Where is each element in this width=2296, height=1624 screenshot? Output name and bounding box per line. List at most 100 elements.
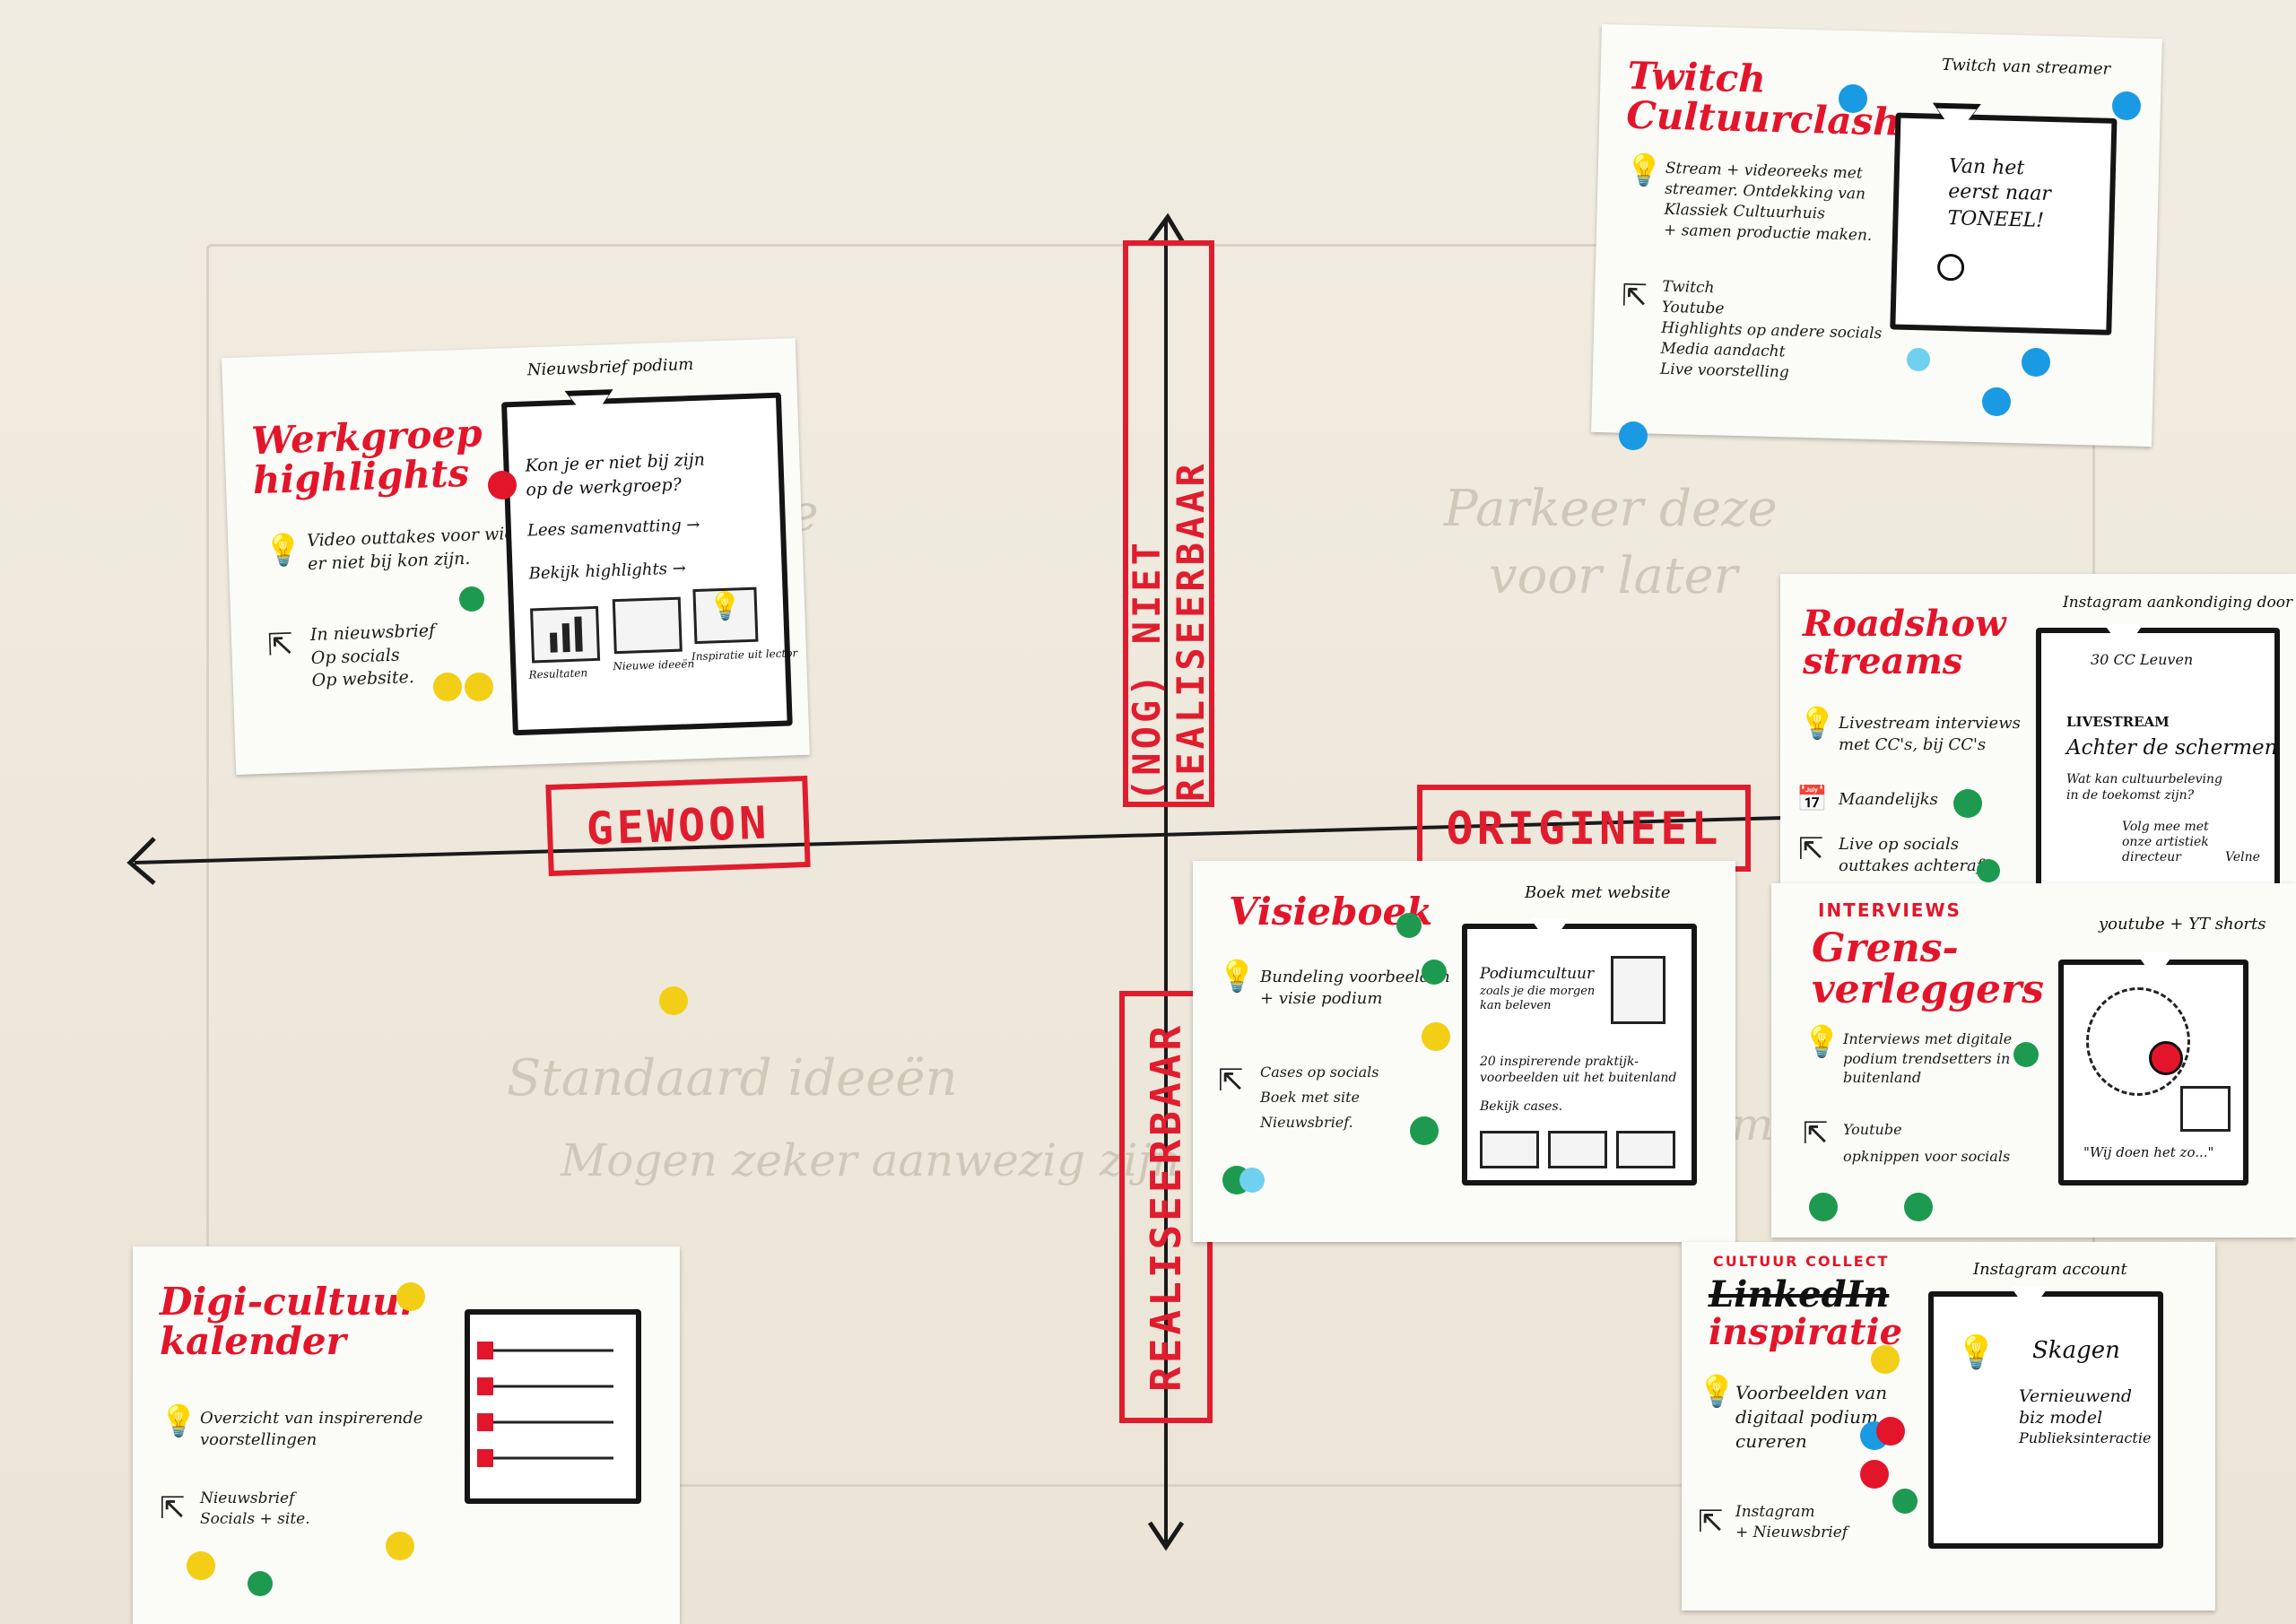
vote-dot-red bbox=[1876, 1417, 1905, 1446]
vote-dot-green bbox=[1396, 913, 1422, 938]
lightbulb-icon: 💡 bbox=[160, 1403, 198, 1439]
screen-label: Boek met website bbox=[1525, 883, 1671, 902]
card-werkgroep-highlights: Werkgroep highlights 💡 Video outtakes vo… bbox=[222, 337, 810, 776]
frequency-text: Maandelijks bbox=[1839, 790, 1938, 809]
idea-text: Video outtakes voor wie er niet bij kon … bbox=[306, 524, 515, 574]
share-arrow-icon: ⇱ bbox=[266, 626, 294, 664]
screen-line: 20 inspirerende praktijk- bbox=[1480, 1055, 1639, 1069]
faint-note-top-right-1: Parkeer deze bbox=[1444, 480, 1778, 538]
case-tile bbox=[1616, 1131, 1675, 1168]
vote-dot-green bbox=[1953, 789, 1982, 818]
channels-text: Instagram + Nieuwsbrief bbox=[1735, 1503, 1848, 1541]
screen-label: Twitch van streamer bbox=[1941, 55, 2111, 79]
share-arrow-icon: ⇱ bbox=[1798, 831, 1824, 867]
calendar-icon: 📅 bbox=[1796, 784, 1828, 813]
tile-label: Nieuwe ideeën bbox=[613, 657, 695, 673]
channels-text: Cases op socials Boek met site Nieuwsbri… bbox=[1260, 1064, 1379, 1131]
lightbulb-icon: 💡 bbox=[1624, 152, 1664, 189]
screen-line: kan beleven bbox=[1480, 999, 1552, 1012]
screen-line: Kon je er niet bij zijn bbox=[525, 449, 706, 476]
share-arrow-icon: ⇱ bbox=[1698, 1504, 1724, 1540]
vote-dot-yellow bbox=[1871, 1345, 1900, 1374]
lightbulb-icon: 💡 bbox=[1798, 706, 1837, 742]
vote-dot-blue bbox=[2022, 348, 2050, 377]
play-icon bbox=[1936, 253, 1965, 282]
book-icon bbox=[1611, 956, 1665, 1024]
lightbulb-icon: 💡 bbox=[263, 532, 303, 569]
vote-dot-yellow bbox=[187, 1551, 215, 1580]
arrow-down-icon bbox=[2100, 619, 2148, 653]
screen-line: onze artistiek bbox=[2122, 835, 2209, 849]
card-title: Digi-cultuur kalender bbox=[160, 1280, 420, 1364]
screen-line: Velne bbox=[2225, 850, 2260, 864]
vote-dot-green bbox=[2013, 1042, 2039, 1067]
vote-dot-green bbox=[1422, 960, 1447, 985]
screen-line: Vernieuwend bbox=[2019, 1386, 2133, 1406]
screen-line: op de werkgroep? bbox=[526, 474, 683, 500]
screen-line: Skagen bbox=[2032, 1337, 2120, 1364]
vote-dot-yellow bbox=[396, 1282, 425, 1311]
screen-label: Instagram aankondiging door CC bbox=[2063, 594, 2296, 612]
screen-label: Instagram account bbox=[1973, 1260, 2127, 1279]
vote-dot-lightblue bbox=[1239, 1168, 1265, 1193]
vote-dot-green bbox=[1904, 1193, 1933, 1221]
lightbulb-icon: 💡 bbox=[1956, 1334, 1996, 1371]
screen-line: eerst naar bbox=[1947, 180, 2052, 206]
screen-line: TONEEL! bbox=[1947, 207, 2045, 232]
idea-text: Interviews met digitale podium trendsett… bbox=[1843, 1030, 2013, 1087]
share-arrow-icon: ⇱ bbox=[1218, 1063, 1244, 1099]
faint-note-bottom-left-2: Mogen zeker aanwezig zijn bbox=[561, 1134, 1181, 1186]
channels-text: Live op socials outtakes achteraf bbox=[1839, 835, 1983, 876]
youtube-play-icon bbox=[2149, 1041, 2183, 1075]
arrow-down-icon bbox=[2131, 947, 2179, 981]
vote-dot-green bbox=[1977, 859, 2000, 882]
screen-line: Wat kan cultuurbeleving bbox=[2066, 772, 2222, 786]
card-title: Grens- verleggers bbox=[1812, 925, 2044, 1013]
screen-line: Van het bbox=[1948, 155, 2025, 180]
instagram-account-sketch: Skagen Vernieuwend biz model Publieksint… bbox=[1928, 1281, 2163, 1549]
vote-dot-green bbox=[248, 1571, 273, 1596]
screen-line: Volg mee met bbox=[2122, 820, 2209, 834]
screen-label: youtube + YT shorts bbox=[2099, 915, 2266, 934]
vote-dot-yellow bbox=[659, 986, 688, 1015]
screen-line: Achter de schermen bbox=[2066, 736, 2278, 760]
vote-dot-blue bbox=[1619, 421, 1648, 450]
axis-label-gewoon: GEWOON bbox=[545, 775, 811, 877]
share-arrow-icon: ⇱ bbox=[1621, 277, 1648, 315]
lightbulb-icon: 💡 bbox=[1218, 959, 1257, 994]
tile-inspiratie: 💡 bbox=[692, 586, 759, 645]
card-title: Roadshow streams bbox=[1803, 603, 2006, 682]
screen-caption: "Wij doen het zo..." bbox=[2083, 1144, 2214, 1160]
channels-text: Nieuwsbrief Socials + site. bbox=[200, 1489, 310, 1528]
card-linkedin-inspiratie: CULTUUR COLLECT LinkedIn inspiratie 💡 Vo… bbox=[1682, 1242, 2215, 1611]
channels-text: Youtube opknippen voor socials bbox=[1843, 1121, 2011, 1166]
axis-label-origineel: ORIGINEEL bbox=[1417, 785, 1751, 872]
screen-line: biz model bbox=[2019, 1408, 2103, 1428]
card-roadshow-streams: Roadshow streams 💡 Livestream interviews… bbox=[1780, 574, 2296, 908]
axis-label-niet-realiseerbaar: (NOG) NIET REALISEERBAAR bbox=[1123, 240, 1214, 807]
lightbulb-icon: 💡 bbox=[1698, 1374, 1736, 1410]
screen-line: in de toekomst zijn? bbox=[2066, 788, 2195, 803]
arrow-down-icon bbox=[569, 395, 610, 423]
card-title: Werkgroep highlights bbox=[250, 411, 483, 503]
vote-dot-blue bbox=[1839, 84, 1867, 113]
card-kicker: INTERVIEWS bbox=[1818, 899, 1961, 921]
youtube-sketch: "Wij doen het zo..." bbox=[2058, 947, 2248, 1185]
screen-line: Lees samenvatting → bbox=[526, 515, 700, 541]
vote-dot-red bbox=[1860, 1460, 1889, 1489]
tile-nieuwe-ideeen bbox=[612, 596, 683, 655]
card-kicker: CULTUUR COLLECT bbox=[1713, 1253, 1890, 1270]
screen-line: directeur bbox=[2122, 850, 2181, 864]
instagram-post-sketch: 30 CC Leuven LIVESTREAM Achter de scherm… bbox=[2036, 619, 2280, 908]
vote-dot-yellow bbox=[465, 673, 493, 701]
vote-dot-green bbox=[459, 586, 484, 612]
arrow-down-icon bbox=[2005, 1281, 2054, 1315]
idea-text: Stream + videoreeks met streamer. Ontdek… bbox=[1663, 159, 1873, 245]
screen-line: Podiumcultuur bbox=[1480, 965, 1595, 983]
share-arrow-icon: ⇱ bbox=[160, 1490, 186, 1526]
vote-dot-blue bbox=[1982, 387, 2011, 416]
vote-dot-red bbox=[488, 471, 517, 499]
screen-line: LIVESTREAM bbox=[2066, 714, 2170, 730]
